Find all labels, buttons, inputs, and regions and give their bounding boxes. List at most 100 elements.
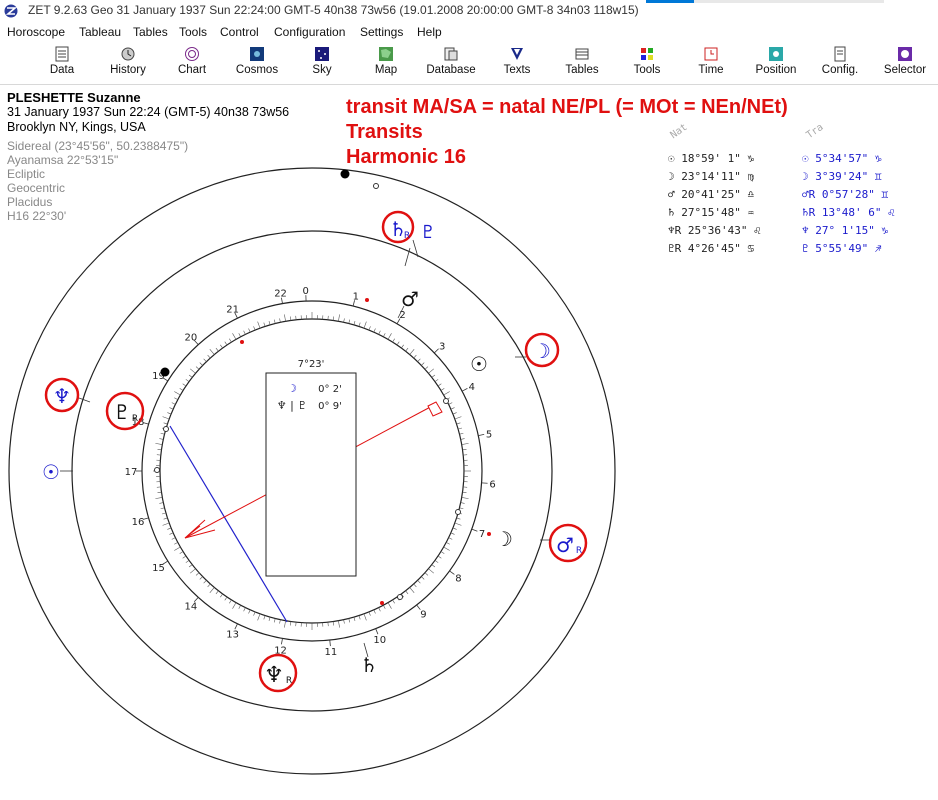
natal-neptune-retro: R <box>286 676 292 686</box>
degree-tick <box>358 615 361 620</box>
toolbar-tools-button[interactable]: Tools <box>614 46 680 84</box>
degree-tick <box>459 507 464 510</box>
degree-label: 17 <box>125 467 138 478</box>
degree-tick <box>257 321 261 329</box>
degree-tick <box>167 527 172 530</box>
degree-tick <box>440 551 445 554</box>
degree-tick <box>421 362 425 366</box>
degree-tick <box>248 609 251 614</box>
toolbar-selector-button[interactable]: Selector <box>872 46 938 84</box>
tools-icon <box>641 48 653 60</box>
natal-sun-glyph: ☉ <box>470 352 488 376</box>
config-icon <box>834 46 846 62</box>
outer-ring <box>8 167 616 775</box>
degree-tick <box>373 328 376 333</box>
menu-tables[interactable]: Tables <box>133 25 168 39</box>
degree-tick <box>179 388 184 391</box>
natal-position-row: ☽ 23°14'11" ♍ <box>668 170 755 183</box>
menu-configuration[interactable]: Configuration <box>274 25 346 39</box>
degree-tick <box>155 443 163 445</box>
degree-label: 16 <box>132 517 145 528</box>
toolbar-data-button[interactable]: Data <box>29 46 95 84</box>
degree-tick <box>348 319 351 324</box>
degree-tick <box>215 347 219 352</box>
degree-tick <box>383 333 386 337</box>
degree-label: 12 <box>274 645 287 656</box>
toolbar-texts-button[interactable]: Texts <box>484 46 550 84</box>
degree-tick <box>289 621 292 626</box>
degree-tick <box>353 617 356 622</box>
planet-dot <box>340 169 350 179</box>
transit-position-row: ♆ 27° 1'15" ♑ <box>802 224 889 237</box>
degree-tick <box>199 362 203 366</box>
annotation-line-1: transit MA/SA = natal NE/PL (= MOt = NEn… <box>346 96 788 118</box>
degree-tick <box>162 522 170 526</box>
annotation-line-2: Transits <box>346 121 423 143</box>
degree-tick <box>209 587 215 593</box>
toolbar-chart-button[interactable]: Chart <box>159 46 225 84</box>
toolbar-config-button[interactable]: Config. <box>807 46 873 84</box>
natal-moon-glyph: ☽ <box>495 527 513 551</box>
red-dot <box>380 601 384 605</box>
degree-tick <box>229 338 232 343</box>
degree-label: 11 <box>325 647 338 658</box>
degree-tick <box>421 576 425 580</box>
degree-tick <box>238 605 241 609</box>
toolbar-cosmos-button[interactable]: Cosmos <box>224 46 290 84</box>
natal-pluto-highlight <box>105 391 145 431</box>
degree-tick <box>424 366 429 370</box>
degree-label: 3 <box>439 341 445 352</box>
open-dot <box>455 509 461 515</box>
toolbar-map-button[interactable]: Map <box>353 46 419 84</box>
transit-position-row: ♇ 5°55'49" ♐ <box>802 242 882 255</box>
degree-tick <box>171 402 176 405</box>
toolbar-time-button[interactable]: Time <box>678 46 744 84</box>
degree-tick <box>454 522 462 526</box>
degree-tick <box>405 590 409 595</box>
toolbar-database-button[interactable]: Database <box>418 46 484 84</box>
degree-tick <box>263 615 266 620</box>
degree-tick <box>343 619 345 624</box>
menu-control[interactable]: Control <box>220 25 259 39</box>
app-icon <box>4 4 18 18</box>
menu-tools[interactable]: Tools <box>179 25 208 39</box>
center-box-value: 0° 9' <box>318 401 342 412</box>
degree-tick <box>343 318 345 323</box>
transit-position-row: ♂R 0°57'28" ♊ <box>802 188 889 201</box>
person-place: Brooklyn NY, Kings, USA <box>7 120 146 134</box>
transit-saturn-glyph: ♄ <box>389 217 407 241</box>
menu-bar: Horoscope Tableau Tables Tools Control C… <box>0 24 938 42</box>
position-icon <box>769 47 783 61</box>
menu-tableau[interactable]: Tableau <box>79 25 122 39</box>
degree-tick <box>248 328 251 333</box>
degree-tick <box>157 491 162 494</box>
title-progress-indicator <box>646 0 694 3</box>
degree-label-tick <box>193 597 199 603</box>
toolbar-sky-button[interactable]: Sky <box>289 46 355 84</box>
degree-tick <box>232 333 237 340</box>
degree-label-tick <box>162 377 169 382</box>
setting-ecliptic: Ecliptic <box>7 167 46 181</box>
degree-tick <box>378 330 381 335</box>
toolbar-history-button[interactable]: History <box>95 46 161 84</box>
degree-label: 21 <box>226 304 239 315</box>
degree-tick <box>157 448 162 451</box>
degree-label: 19 <box>152 371 165 382</box>
degree-tick <box>358 322 361 327</box>
menu-horoscope[interactable]: Horoscope <box>7 25 66 39</box>
transit-saturn-highlight <box>381 210 415 244</box>
degree-tick <box>338 620 340 628</box>
open-dot <box>443 398 449 404</box>
toolbar-position-button[interactable]: Position <box>743 46 809 84</box>
toolbar-texts-label: Texts <box>503 64 531 76</box>
degree-label: 6 <box>489 480 495 491</box>
natal-neptune-glyph: ♆ <box>264 663 284 688</box>
degree-tick <box>446 542 450 545</box>
toolbar-tables-button[interactable]: Tables <box>549 46 615 84</box>
transit-neptune-glyph: ♆ <box>53 384 71 408</box>
menu-help[interactable]: Help <box>417 25 442 39</box>
degree-tick <box>434 560 439 563</box>
degree-tick <box>190 368 196 374</box>
menu-settings[interactable]: Settings <box>360 25 404 39</box>
